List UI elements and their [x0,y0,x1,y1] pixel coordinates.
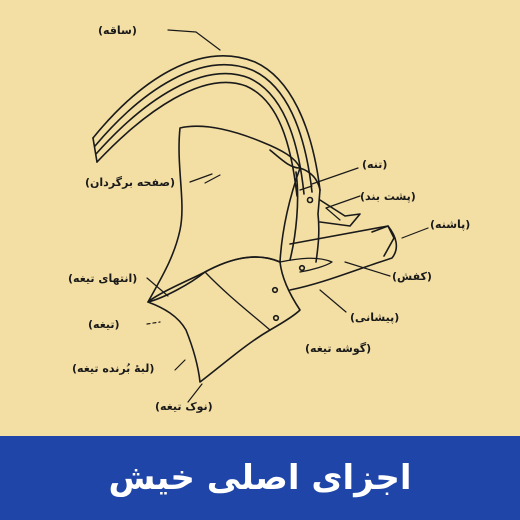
label-share: (تیغه) [88,318,120,331]
label-shank: (ساقه) [98,24,137,37]
brace-drawing [319,199,361,227]
label-share-point: (نوک تیغه) [155,400,213,413]
label-moldboard: (صفحه برگردان) [85,176,176,189]
label-cutting-edge: (لبهٔ بُرنده تیغه) [72,362,155,375]
frog-drawing [289,167,321,263]
share-drawing [147,256,333,383]
shank-drawing [92,55,321,197]
plow-diagram: (ساقه) (صفحه برگردان) (تنه) (پشت بند) (پ… [68,24,471,413]
label-shin: (پیشانی) [350,311,400,324]
plow-drawing [92,29,429,403]
leader-lines [146,29,429,403]
label-heel: (پاشنه) [430,218,471,231]
label-share-corner: (گوشه تیغه) [305,342,372,355]
label-landside: (کفش) [392,270,432,283]
moldboard-drawing [147,125,301,303]
label-share-wing: (انتهای تیغه) [68,272,138,285]
banner-title: اجزای اصلی خیش [108,458,412,498]
landside-drawing [289,225,398,291]
label-brace: (پشت بند) [360,190,416,203]
label-frog: (تنه) [362,158,388,171]
title-banner: اجزای اصلی خیش [0,436,520,520]
